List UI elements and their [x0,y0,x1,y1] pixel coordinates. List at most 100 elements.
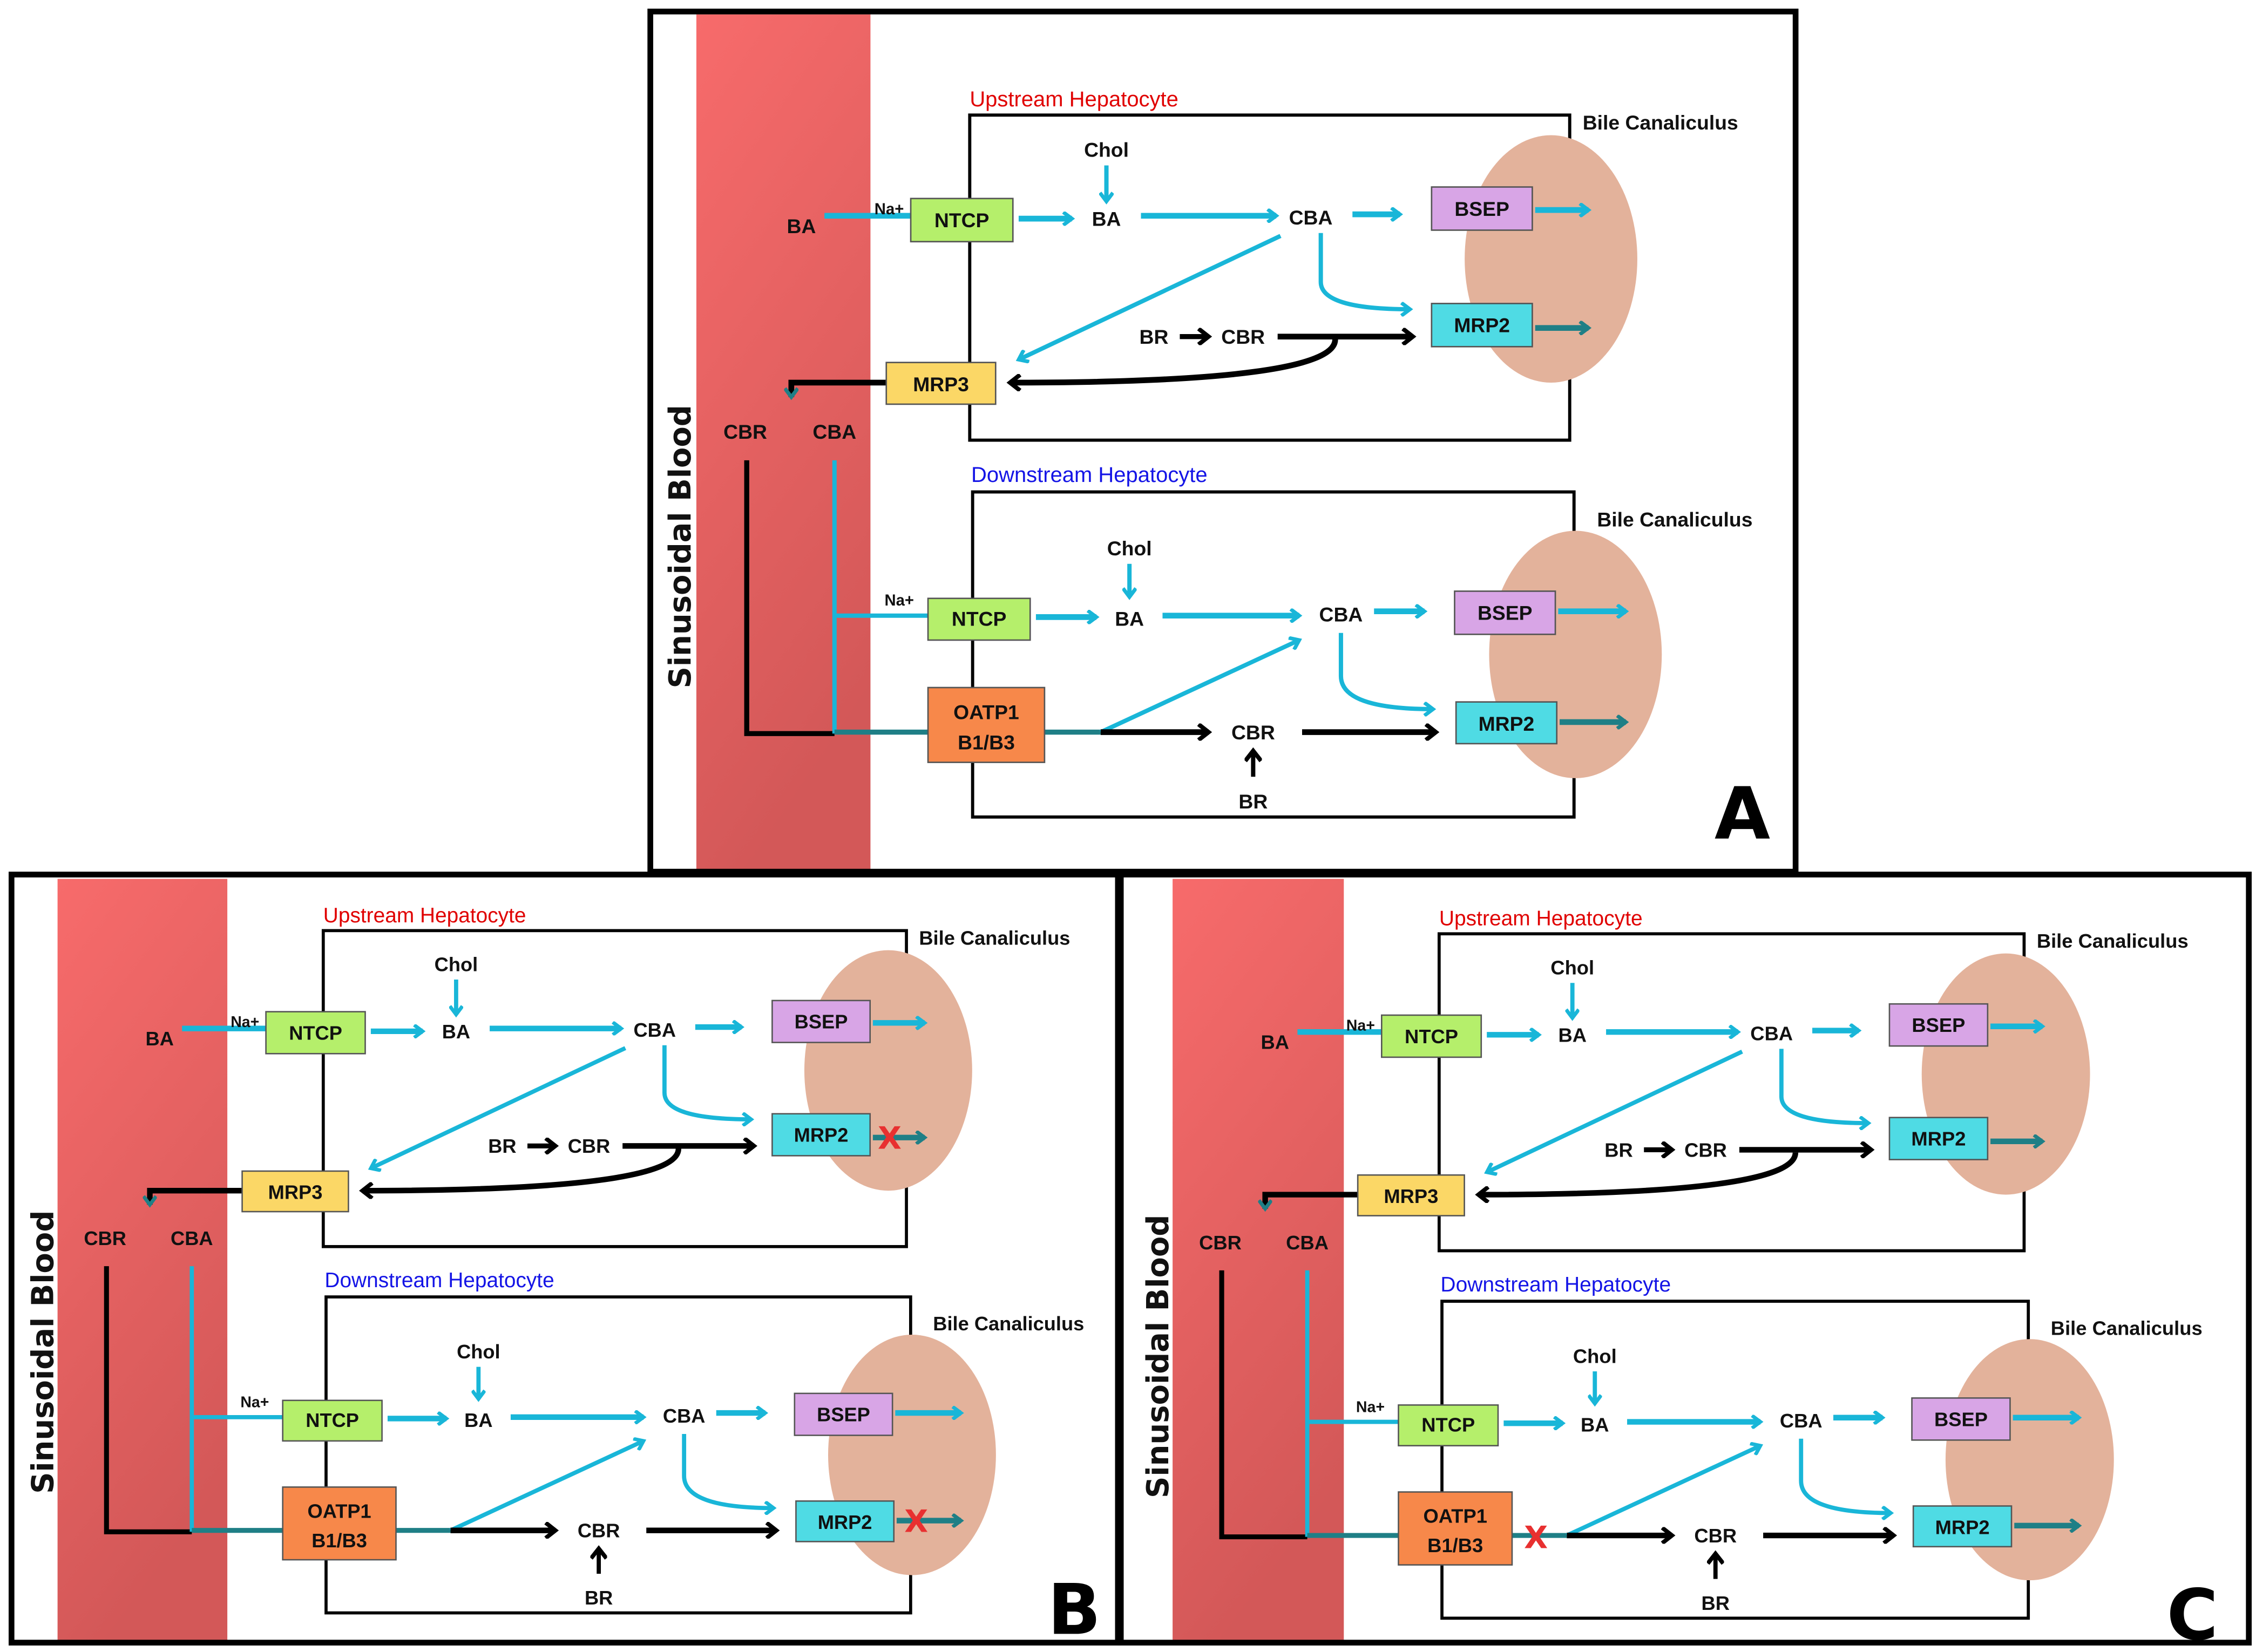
bsep-label: BSEP [817,1404,870,1426]
ba-label: BA [1581,1414,1609,1436]
chol-label: Chol [457,1341,500,1363]
br-label: BR [1604,1139,1633,1161]
blood-ba-label: BA [1261,1031,1290,1053]
mrp3-transporter [1357,1174,1465,1216]
chol-label: Chol [435,953,478,975]
cba-label: CBA [1319,603,1363,626]
mrp2-transporter [1912,1505,2013,1548]
br-label: BR [1702,1592,1730,1614]
ntcp-transporter [910,198,1014,243]
upstream-hepatocyte-label: Upstream Hepatocyte [970,87,1178,111]
cba-to-mrp2-arrow [662,1045,751,1119]
mrp2-label: MRP2 [794,1124,849,1146]
oatp-label-line1: OATP1 [953,701,1019,724]
ntcp-label: NTCP [289,1022,342,1044]
mrp2-label: MRP2 [818,1511,872,1533]
bsep-transporter [771,1000,871,1043]
downstream-hepatocyte-label: Downstream Hepatocyte [324,1269,554,1292]
mrp2-transporter [1431,303,1533,348]
chol-label: Chol [1084,139,1129,161]
oatp1b1-b3-transporter [927,686,1046,763]
ba-label: BA [1558,1024,1587,1046]
ntcp-transporter [1381,1014,1482,1058]
chol-label: Chol [1550,957,1594,979]
blocked-x-icon: X [904,1504,928,1539]
cbr-label: CBR [568,1135,611,1157]
cba-to-mrp2-arrow [1779,1049,1868,1123]
mrp2-label: MRP2 [1454,314,1510,337]
oatp-label-line1: OATP1 [308,1500,371,1522]
bile-canaliculus-label: Bile Canaliculus [2037,930,2189,952]
br-label: BR [1140,325,1169,348]
bsep-transporter [794,1392,893,1436]
ntcp-transporter [1398,1404,1499,1447]
blood-cbr-label: CBR [723,420,767,443]
ba-label: BA [442,1021,470,1043]
bsep-label: BSEP [1934,1408,1988,1430]
panel-letter-a: A [1715,772,1770,856]
downstream-hepatocyte-label: Downstream Hepatocyte [1440,1273,1671,1296]
cba-to-mrp2-arrow [682,1433,774,1508]
mrp2-label: MRP2 [1911,1128,1966,1150]
panel-letter-b: B [1048,1569,1101,1650]
mrp2-transporter [1455,701,1558,745]
cba-to-mrp3-arrow [1487,1050,1743,1172]
mrp2-transporter [1888,1117,1989,1160]
blood-cbr-label: CBR [84,1227,126,1249]
panel-a: Sinusoidal Blood Upstream HepatocyteBile … [647,9,1799,875]
sinusoidal-blood-region [1173,879,1344,1641]
cba-label: CBA [1289,206,1333,229]
sinusoidal-blood-label: Sinusoidal Blood [25,1211,60,1494]
oatp-to-cba-arrow [1100,640,1299,735]
upstream-hepatocyte-label: Upstream Hepatocyte [323,904,526,927]
upstream-hepatocyte-label: Upstream Hepatocyte [1439,907,1643,930]
blood-cbr-line [744,460,835,736]
mrp3-transporter [241,1170,349,1213]
sinusoidal-blood-region [696,14,871,872]
oatp-label-line2: B1/B3 [1427,1534,1483,1556]
bsep-label: BSEP [795,1011,848,1033]
br-label: BR [1238,790,1268,813]
bile-canaliculus-label: Bile Canaliculus [1583,111,1738,134]
chol-label: Chol [1107,537,1152,560]
ntcp-transporter [265,1011,366,1055]
mrp3-label: MRP3 [1384,1185,1438,1207]
cbr-label: CBR [1684,1139,1727,1161]
blood-cba-label: CBA [171,1227,213,1249]
mrp3-label: MRP3 [268,1181,323,1204]
cba-to-mrp2-arrow [1338,633,1433,709]
mrp3-label: MRP3 [913,373,969,396]
oatp-to-cba-arrow [1566,1446,1760,1538]
sinusoidal-blood-label: Sinusoidal Blood [663,405,698,688]
mrp2-label: MRP2 [1935,1516,1990,1538]
sodium-label: Na+ [875,200,904,218]
mrp3-efflux-arrow [1265,1192,1358,1209]
cba-to-mrp2-arrow [1799,1438,1891,1513]
mrp2-label: MRP2 [1479,712,1535,735]
mrp2-transporter [771,1113,871,1157]
mrp3-efflux-arrow [150,1188,242,1205]
sodium-label: Na+ [231,1014,259,1031]
downstream-hepatocyte-label: Downstream Hepatocyte [971,463,1208,487]
cba-to-mrp2-arrow [1318,233,1410,309]
sodium-label: Na+ [884,592,914,609]
chol-label: Chol [1573,1345,1617,1367]
bsep-label: BSEP [1478,602,1533,624]
panel-c: Sinusoidal Blood Upstream HepatocyteBile … [1117,872,2252,1652]
ntcp-label: NTCP [306,1409,359,1431]
blood-cba-label: CBA [1286,1232,1329,1254]
oatp-label-line2: B1/B3 [311,1529,367,1552]
oatp-label-line2: B1/B3 [958,731,1015,754]
sinusoidal-blood-label: Sinusoidal Blood [1141,1215,1176,1498]
ntcp-transporter [927,597,1031,641]
